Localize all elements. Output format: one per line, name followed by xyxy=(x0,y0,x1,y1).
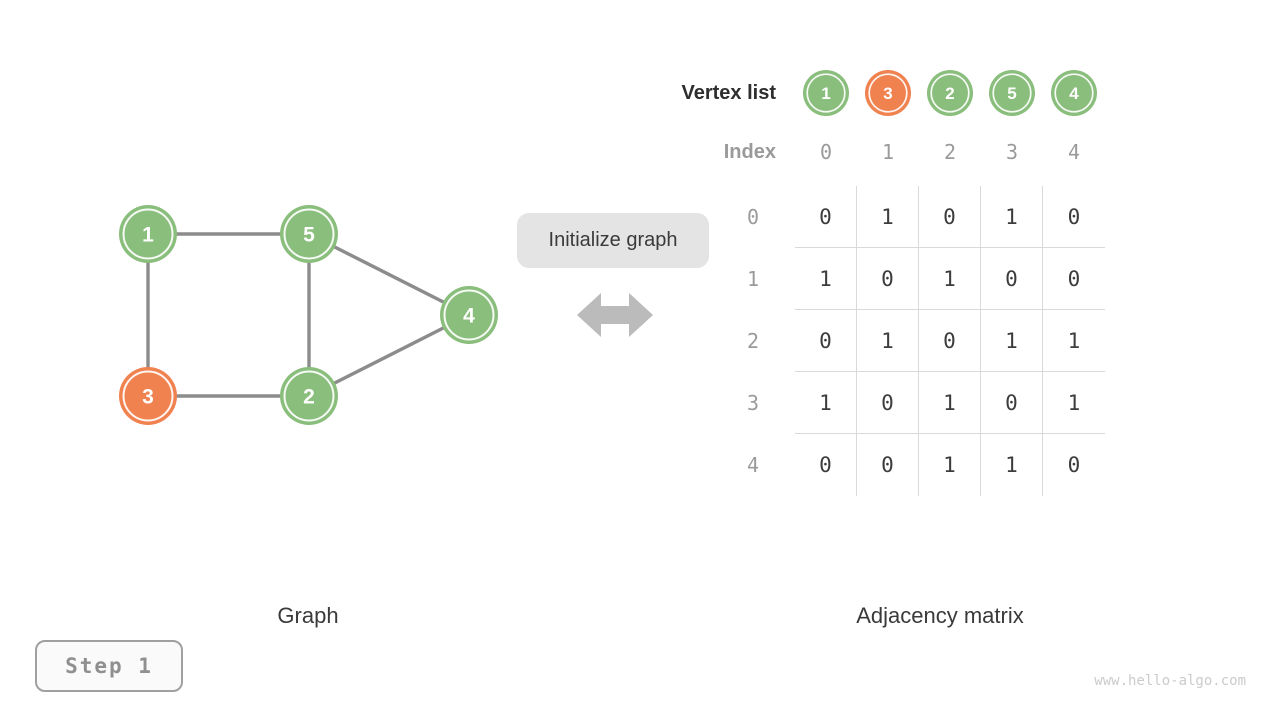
matrix-cell: 0 xyxy=(981,372,1043,434)
node-inner-ring xyxy=(122,208,174,260)
vertex-label: 3 xyxy=(883,84,892,103)
vertex-item-0: 1 xyxy=(803,70,849,116)
matrix-cell: 0 xyxy=(857,434,919,496)
matrix-cell: 1 xyxy=(919,434,981,496)
matrix-cell: 0 xyxy=(795,186,857,248)
vertex-item-4: 4 xyxy=(1051,70,1097,116)
vertex-inner-ring xyxy=(992,73,1032,113)
vertex-circle xyxy=(803,70,849,116)
matrix-cell: 0 xyxy=(919,186,981,248)
node-circle xyxy=(440,286,498,344)
node-inner-ring xyxy=(283,370,335,422)
vertex-label: 1 xyxy=(821,84,830,103)
vertex-label: 5 xyxy=(1007,84,1016,103)
matrix-cell: 0 xyxy=(795,434,857,496)
matrix-cell: 0 xyxy=(857,248,919,310)
vertex-label: 4 xyxy=(1069,84,1079,103)
graph-edge-5-4 xyxy=(308,232,470,317)
matrix-caption: Adjacency matrix xyxy=(856,603,1024,628)
matrix-row-labels: 0 1 2 3 4 xyxy=(723,186,783,496)
matrix-cell: 0 xyxy=(1043,186,1105,248)
vertex-circle xyxy=(989,70,1035,116)
index-label: 2 xyxy=(943,140,957,164)
matrix-cell: 1 xyxy=(981,310,1043,372)
matrix-cell: 0 xyxy=(981,248,1043,310)
graph-node-2: 2 xyxy=(280,367,338,425)
index-label: 0 xyxy=(819,140,833,164)
node-label: 2 xyxy=(303,385,315,408)
graph-drawing: 1 5 4 3 2 xyxy=(119,205,498,425)
node-label: 4 xyxy=(463,304,475,327)
node-inner-ring xyxy=(283,208,335,260)
matrix-cell: 1 xyxy=(981,186,1043,248)
node-inner-ring xyxy=(443,289,495,341)
vertex-circle xyxy=(927,70,973,116)
left-right-arrow-icon xyxy=(577,293,653,337)
matrix-cell: 0 xyxy=(1067,453,1081,477)
node-circle xyxy=(119,367,177,425)
watermark-text: www.hello-algo.com xyxy=(1094,673,1246,689)
matrix-cell: 1 xyxy=(795,248,857,310)
adjacency-matrix-grid: 0 1 0 1 0 1 0 1 0 0 0 1 0 1 1 1 0 1 0 1 … xyxy=(795,186,1105,496)
matrix-cell: 0 xyxy=(795,310,857,372)
vertex-circle xyxy=(865,70,911,116)
graph-node-5: 5 xyxy=(280,205,338,263)
node-circle xyxy=(119,205,177,263)
operation-label: Initialize graph xyxy=(548,229,678,251)
index-label: 1 xyxy=(881,140,895,164)
vertex-list-strip: 1 3 2 5 4 xyxy=(803,70,1097,116)
step-badge-label: Step 1 xyxy=(65,654,153,678)
matrix-cell: 1 xyxy=(919,372,981,434)
graph-node-1: 1 xyxy=(119,205,177,263)
index-row: 0 1 2 3 4 xyxy=(795,133,1105,171)
graph-caption: Graph xyxy=(277,603,339,628)
matrix-cell: 0 xyxy=(919,310,981,372)
index-label: 3 xyxy=(1005,140,1019,164)
operation-label-box: Initialize graph xyxy=(517,213,709,268)
vertex-item-3: 5 xyxy=(989,70,1035,116)
vertex-list-title: Vertex list xyxy=(681,82,776,104)
matrix-row-label: 3 xyxy=(746,391,760,415)
graph-edge-2-4 xyxy=(308,313,470,398)
vertex-item-1: 3 xyxy=(865,70,911,116)
matrix-cell: 1 xyxy=(857,186,919,248)
matrix-row-label: 4 xyxy=(746,453,760,477)
matrix-cell: 1 xyxy=(795,372,857,434)
node-label: 1 xyxy=(142,223,154,246)
graph-node-4: 4 xyxy=(440,286,498,344)
node-circle xyxy=(280,205,338,263)
vertex-inner-ring xyxy=(930,73,970,113)
vertex-inner-ring xyxy=(868,73,908,113)
vertex-label: 2 xyxy=(945,84,954,103)
matrix-cell: 0 xyxy=(857,372,919,434)
node-circle xyxy=(280,367,338,425)
vertex-inner-ring xyxy=(806,73,846,113)
matrix-row-label: 0 xyxy=(746,205,760,229)
matrix-cell: 1 xyxy=(981,434,1043,496)
vertex-circle xyxy=(1051,70,1097,116)
matrix-cell: 1 xyxy=(919,248,981,310)
matrix-cell: 1 xyxy=(1043,310,1105,372)
matrix-cell: 0 xyxy=(1043,248,1105,310)
matrix-row-label: 2 xyxy=(746,329,760,353)
node-label: 3 xyxy=(142,385,154,408)
node-inner-ring xyxy=(122,370,174,422)
index-label: 4 xyxy=(1067,140,1081,164)
step-badge: Step 1 xyxy=(35,640,183,692)
vertex-inner-ring xyxy=(1054,73,1094,113)
index-row-title: Index xyxy=(723,141,776,163)
matrix-row-label: 1 xyxy=(746,267,760,291)
node-label: 5 xyxy=(303,223,315,246)
matrix-cell: 1 xyxy=(857,310,919,372)
vertex-item-2: 2 xyxy=(927,70,973,116)
matrix-cell: 1 xyxy=(1043,372,1105,434)
graph-node-3: 3 xyxy=(119,367,177,425)
